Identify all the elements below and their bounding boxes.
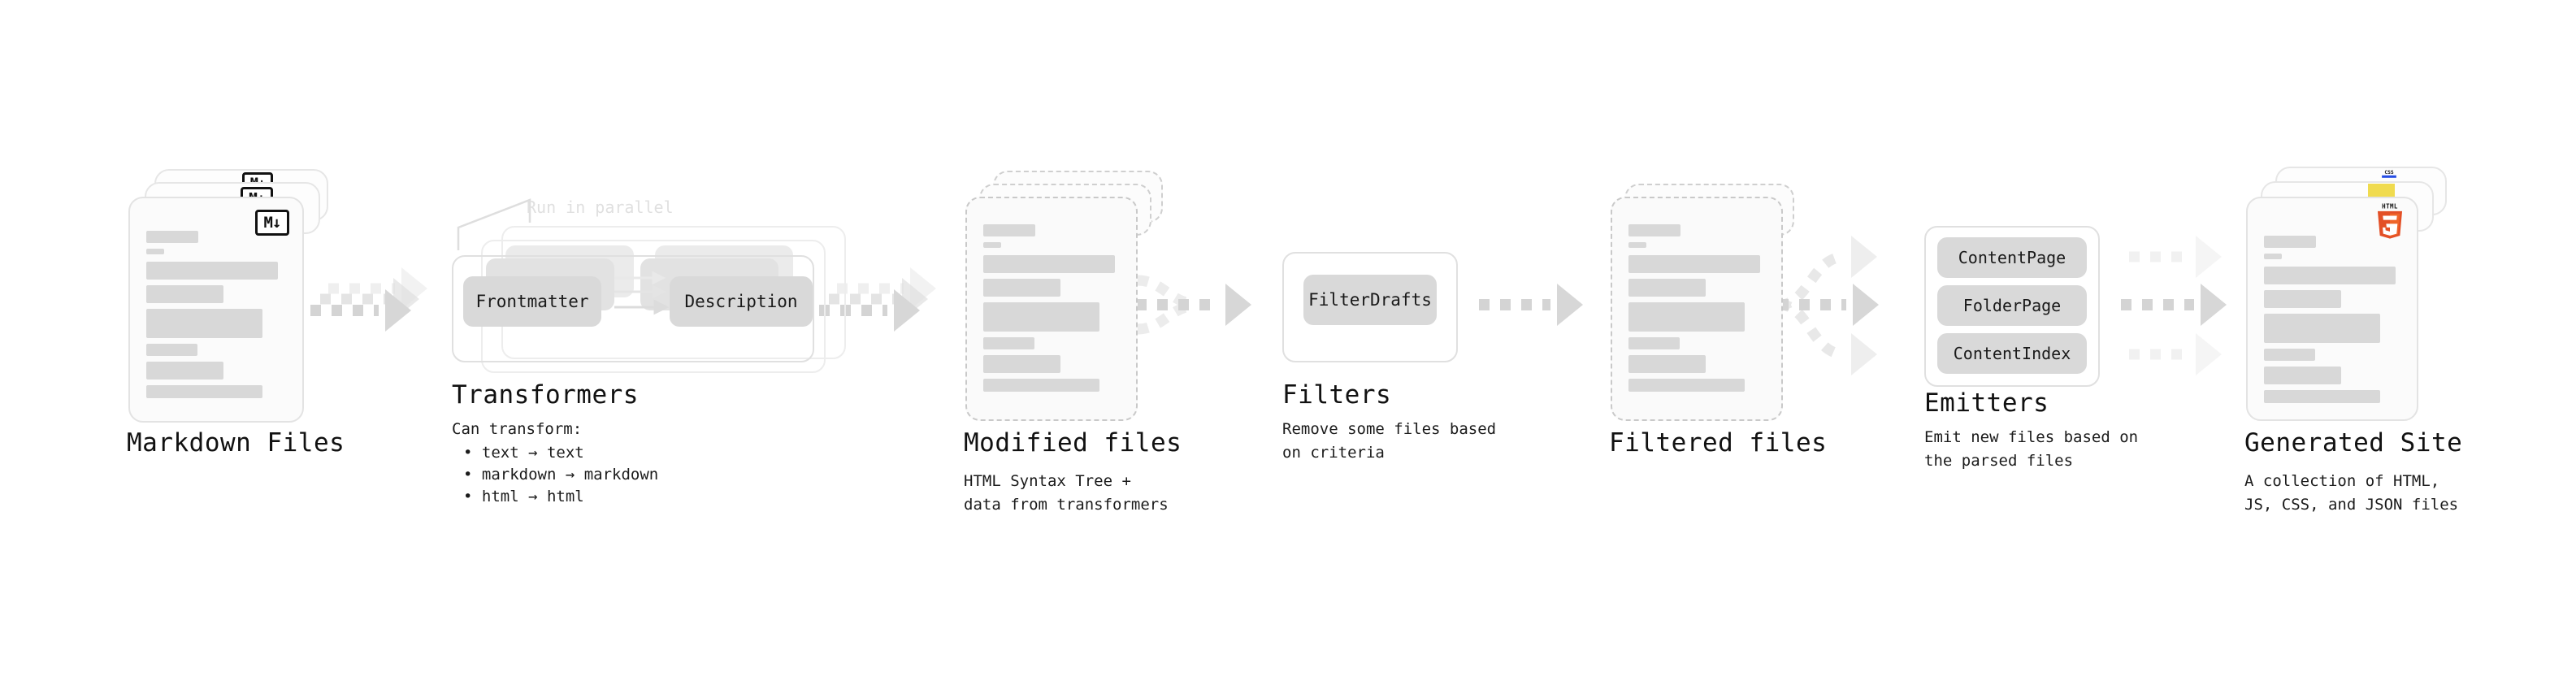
svg-text:CSS: CSS bbox=[2384, 170, 2393, 176]
stage-title-filters: Filters bbox=[1282, 380, 1392, 410]
skeleton-bar bbox=[146, 285, 223, 303]
skeleton-bar bbox=[146, 309, 262, 338]
skeleton-bar bbox=[2264, 349, 2315, 361]
modified-files-subtitle: HTML Syntax Tree + data from transformer… bbox=[964, 472, 1169, 514]
skeleton-bar bbox=[2264, 254, 2282, 259]
generated-site-subtitle: A collection of HTML, JS, CSS, and JSON … bbox=[2244, 472, 2459, 514]
stage-title-modified-files: Modified files bbox=[964, 428, 1182, 458]
filters-subtitle: Remove some files based on criteria bbox=[1282, 420, 1497, 462]
skeleton-bar bbox=[983, 337, 1034, 349]
transformer-chip-frontmatter[interactable]: Frontmatter bbox=[463, 276, 601, 327]
skeleton-bar bbox=[983, 355, 1060, 373]
skeleton-bar bbox=[2264, 390, 2380, 403]
transformers-box bbox=[452, 255, 814, 362]
markdown-file-card: M↓ bbox=[128, 197, 304, 423]
emitter-chip-contentindex[interactable]: ContentIndex bbox=[1937, 333, 2087, 374]
skeleton-bar bbox=[146, 362, 223, 380]
skeleton-bar bbox=[1628, 355, 1706, 373]
filter-chip-filterdrafts[interactable]: FilterDrafts bbox=[1303, 275, 1437, 325]
skeleton-bar bbox=[983, 255, 1115, 273]
skeleton-bar bbox=[146, 385, 262, 398]
emitters-box: ContentPage FolderPage ContentIndex bbox=[1924, 226, 2100, 387]
skeleton-bar bbox=[146, 344, 197, 356]
skeleton-bar bbox=[1628, 379, 1745, 392]
skeleton-bar bbox=[2264, 267, 2396, 284]
parallel-bracket bbox=[457, 198, 531, 250]
emitters-subtitle: Emit new files based on the parsed files bbox=[1924, 428, 2139, 470]
skeleton-bar bbox=[2264, 367, 2341, 384]
skeleton-bar bbox=[983, 279, 1060, 297]
html5-icon: HTML bbox=[2374, 202, 2405, 239]
skeleton-bar bbox=[1628, 337, 1680, 349]
run-in-parallel-note: Run in parallel bbox=[527, 197, 674, 217]
stage-title-emitters: Emitters bbox=[1924, 388, 2049, 418]
css3-icon: CSS bbox=[2380, 167, 2398, 180]
connector-filtered-to-emitters bbox=[1778, 236, 1879, 375]
filtered-file-card bbox=[1611, 197, 1783, 421]
transformer-chip-description[interactable]: Description bbox=[670, 276, 813, 327]
transformers-bullet-0: • text → text bbox=[463, 444, 584, 462]
stage-title-transformers: Transformers bbox=[452, 380, 639, 410]
generated-site-card: HTML bbox=[2246, 197, 2418, 421]
skeleton-bar bbox=[1628, 242, 1646, 248]
skeleton-bar bbox=[146, 231, 198, 243]
connector-filters-to-filtered bbox=[1479, 284, 1583, 326]
skeleton-bar bbox=[146, 262, 278, 280]
filters-box: FilterDrafts bbox=[1282, 252, 1458, 362]
skeleton-bar bbox=[1628, 302, 1745, 332]
skeleton-bar bbox=[2264, 314, 2380, 343]
skeleton-bar bbox=[1628, 224, 1680, 236]
skeleton-bar bbox=[983, 224, 1035, 236]
skeleton-bar bbox=[146, 249, 164, 254]
transformers-bullet-1: • markdown → markdown bbox=[463, 466, 659, 484]
transformers-bullet-2: • html → html bbox=[463, 488, 584, 505]
skeleton-bar bbox=[1628, 279, 1706, 297]
connector-md-to-transformers bbox=[310, 267, 427, 332]
connector-emitters-to-site bbox=[2121, 236, 2227, 375]
skeleton-bar bbox=[983, 302, 1099, 332]
skeleton-bar bbox=[1628, 255, 1760, 273]
stage-title-filtered-files: Filtered files bbox=[1609, 428, 1828, 458]
transformer-inner-arrows bbox=[614, 271, 670, 315]
skeleton-bar bbox=[2264, 290, 2341, 308]
skeleton-bar bbox=[983, 379, 1099, 392]
svg-text:HTML: HTML bbox=[2382, 203, 2398, 210]
transformers-subtitle: Can transform: bbox=[452, 420, 583, 438]
markdown-icon: M↓ bbox=[255, 210, 289, 236]
emitter-chip-folderpage[interactable]: FolderPage bbox=[1937, 285, 2087, 326]
modified-file-card bbox=[965, 197, 1138, 421]
stage-title-generated-site: Generated Site bbox=[2244, 428, 2463, 458]
stage-title-markdown-files: Markdown Files bbox=[127, 428, 345, 458]
emitter-chip-contentpage[interactable]: ContentPage bbox=[1937, 237, 2087, 278]
skeleton-bar bbox=[2264, 236, 2316, 248]
skeleton-bar bbox=[983, 242, 1001, 248]
connector-modified-to-filters bbox=[1136, 275, 1251, 335]
